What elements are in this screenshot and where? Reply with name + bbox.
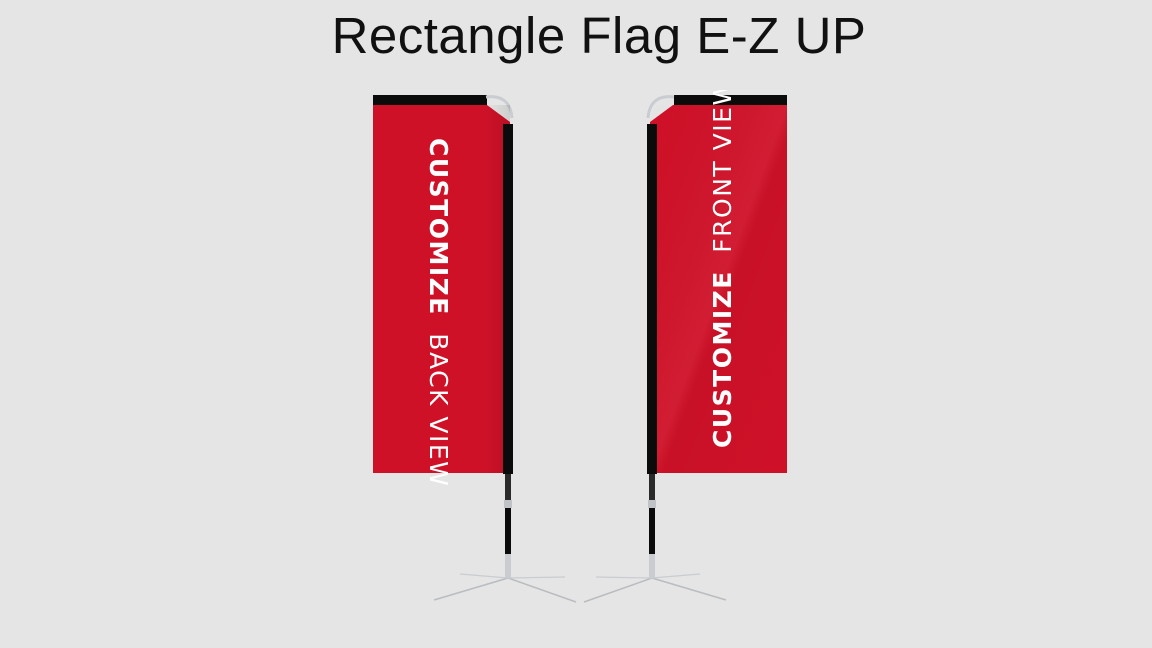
- flag-front-light-text: FRONT VIEW: [708, 90, 737, 253]
- base-leg: [595, 576, 653, 579]
- base-leg: [507, 576, 566, 579]
- flag-front-bold-text: CUSTOMIZE: [708, 270, 737, 448]
- flag-front-illustration: CUSTOMIZE FRONT VIEW: [583, 90, 787, 603]
- pole-base: [505, 554, 511, 578]
- base-leg: [651, 577, 727, 601]
- base-leg: [651, 573, 701, 579]
- page-title: Rectangle Flag E-Z UP: [331, 7, 867, 64]
- base-leg: [433, 577, 509, 601]
- flag-back-text: CUSTOMIZE BACK VIEW: [424, 138, 453, 487]
- flag-back-bold-text: CUSTOMIZE: [424, 138, 453, 316]
- pole-sleeve: [647, 124, 657, 474]
- flag-back-light-text: BACK VIEW: [424, 333, 453, 487]
- top-sleeve: [373, 95, 487, 105]
- base-leg: [459, 573, 509, 579]
- pole-arm: [646, 95, 675, 119]
- pole-sleeve: [503, 124, 513, 474]
- flag-back-view: CUSTOMIZE BACK VIEW: [360, 90, 600, 610]
- base-leg: [583, 577, 653, 603]
- pole-lower: [505, 508, 511, 554]
- pole-base: [649, 554, 655, 578]
- pole-arm: [485, 95, 514, 119]
- pole-connector: [649, 474, 655, 500]
- flag-front-view: CUSTOMIZE FRONT VIEW: [574, 90, 814, 610]
- flag-front-text: CUSTOMIZE FRONT VIEW: [708, 90, 737, 448]
- flag-back-illustration: CUSTOMIZE BACK VIEW: [373, 95, 577, 603]
- pole-lower: [649, 508, 655, 554]
- top-sleeve: [674, 95, 787, 105]
- base-leg: [507, 577, 577, 603]
- pole-connector: [505, 474, 511, 500]
